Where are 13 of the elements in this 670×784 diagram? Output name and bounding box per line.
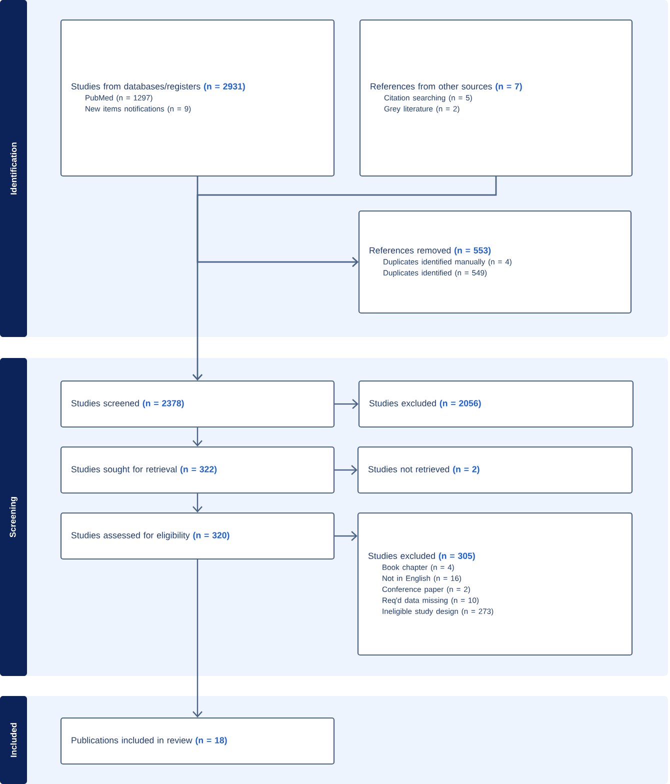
arrow: [334, 465, 358, 475]
arrow: [192, 428, 202, 446]
process-box: Studies not retrieved (n = 2): [357, 446, 633, 494]
arrow: [334, 399, 358, 409]
process-box: Studies assessed for eligibility (n = 320): [60, 512, 335, 560]
process-box: Publications included in review (n = 18): [60, 717, 335, 765]
process-box: Studies excluded (n = 2056): [358, 380, 634, 428]
process-box: Studies sought for retrieval (n = 322): [60, 446, 335, 494]
process-box: Studies screened (n = 2378): [60, 380, 335, 428]
arrow: [334, 531, 358, 541]
arrow: [192, 494, 202, 512]
arrow: [192, 176, 497, 380]
arrow: [192, 560, 202, 718]
